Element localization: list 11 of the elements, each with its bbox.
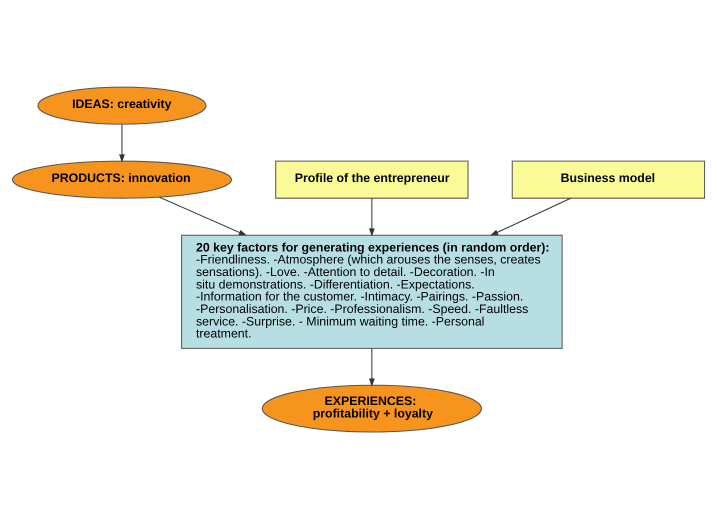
- arrow: [159, 196, 248, 236]
- arrow: [368, 348, 375, 387]
- node-ellipse: PRODUCTS: innovation: [12, 160, 232, 199]
- node-ellipse: IDEAS: creativity: [37, 86, 207, 125]
- node-box: 20 key factors for generating experiences (in random order): -Friendliness. -Atmosphere (which arouses the senses, creates sensations). -Love. -Attention to detail. -Decoration. -In situ demonstrations. -Differentiation. -Expectations. -Information for the customer. -Intimacy. -Pairings. -Passion. -Personalisation. -Price. -Professionalism. -Speed. -Faultless service. -Surprise. - Minimum waiting time. -Personal treatment.: [181, 234, 563, 349]
- node-ellipse: EXPERIENCES: profitability + loyalty: [262, 384, 482, 433]
- arrow: [490, 198, 571, 236]
- node-box: Business model: [512, 160, 706, 199]
- arrow: [368, 198, 375, 237]
- node-box: Profile of the entrepreneur: [275, 160, 469, 199]
- arrow: [119, 124, 125, 163]
